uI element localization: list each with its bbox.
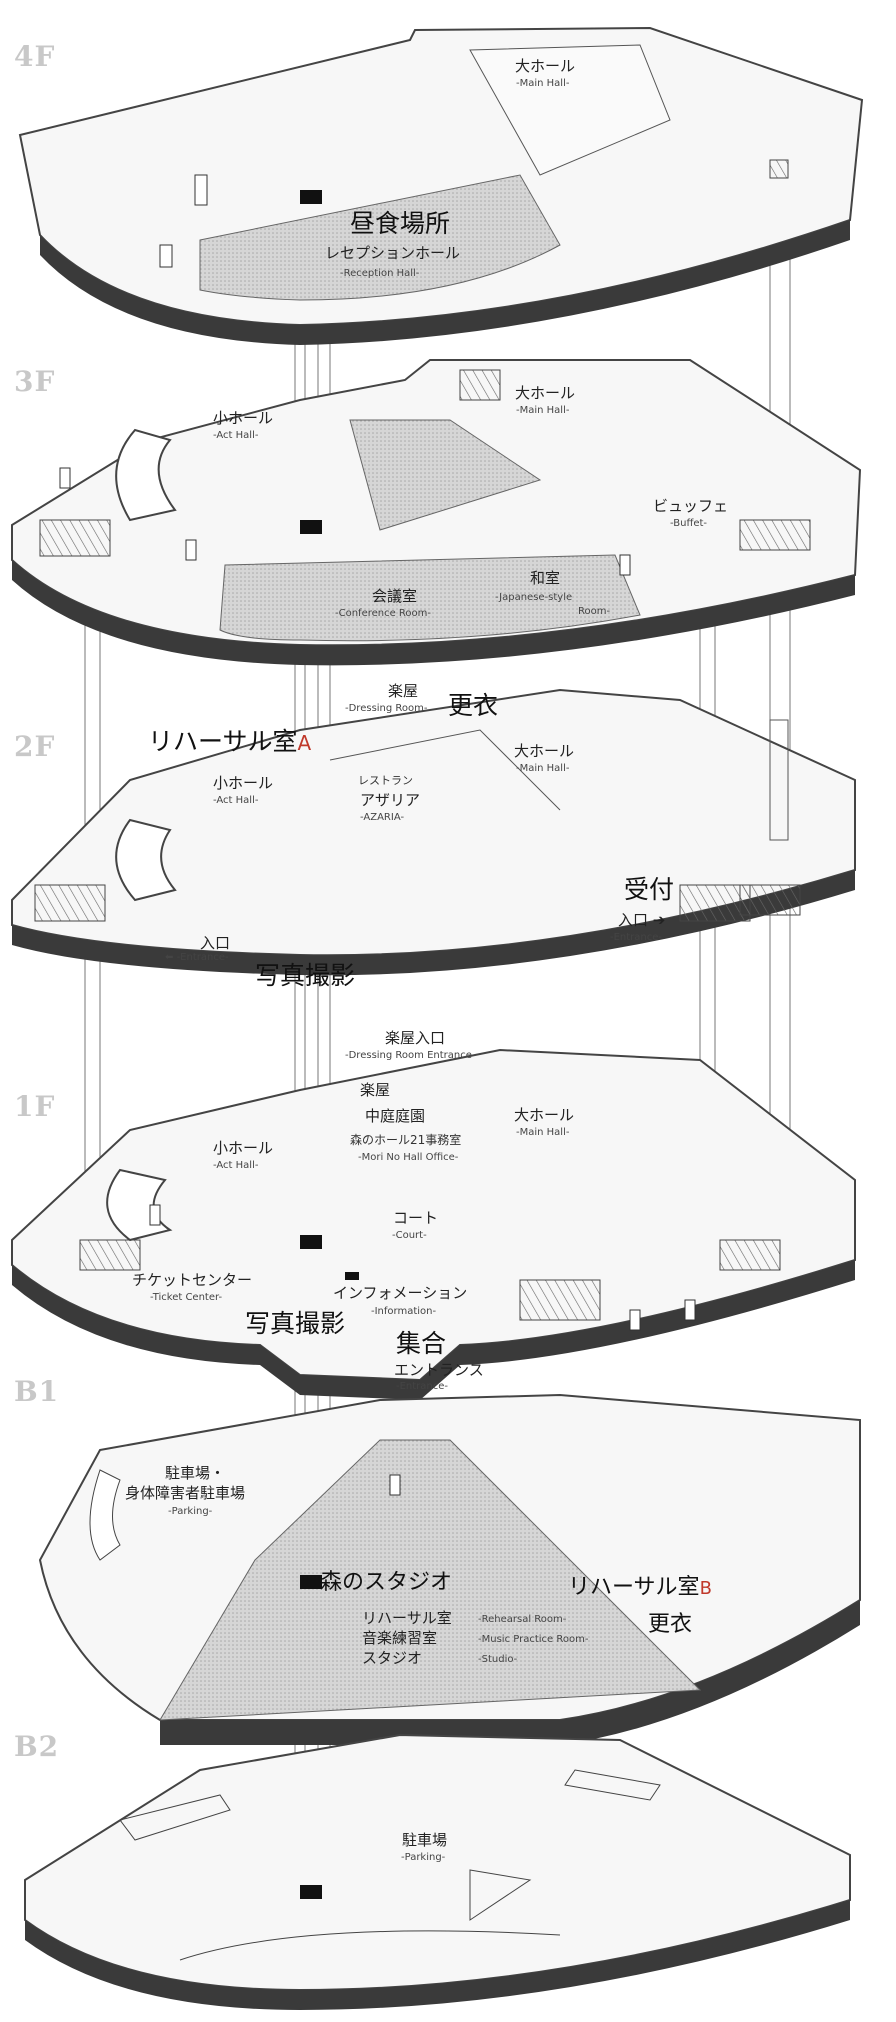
- b1-parking-ja2: 身体障害者駐車場: [125, 1484, 246, 1502]
- 1f-office-en: -Mori No Hall Office-: [358, 1152, 459, 1163]
- 2f-act-hall-en: -Act Hall-: [213, 795, 259, 806]
- hw-lunch: 昼食場所: [350, 209, 451, 238]
- 1f-entrance-en: -Entrance-: [396, 1381, 449, 1392]
- 1f-dressing-entrance-en: -Dressing Room Entrance-: [345, 1050, 476, 1061]
- b1-studio-ja: スタジオ: [362, 1649, 423, 1667]
- hw-rehearsal-a: リハーサル室A: [148, 727, 312, 756]
- 3f-japanese-room-en2: Room-: [578, 606, 611, 617]
- 1f-dressing-room-ja: 楽屋: [360, 1081, 391, 1099]
- 2f-main-hall-ja: 大ホール: [514, 742, 575, 760]
- floor-label-4f: 4F: [14, 40, 56, 73]
- floor-b2-plate: [24, 1733, 851, 2010]
- floor-label-1f: 1F: [14, 1090, 56, 1123]
- 3f-conference-ja: 会議室: [372, 587, 418, 605]
- 2f-azaria-en: -AZARIA-: [360, 812, 405, 823]
- hw-reception-desk: 受付: [624, 875, 675, 904]
- hw-changing-b1: 更衣: [648, 1612, 693, 1637]
- 2f-dressing-room-en: -Dressing Room-: [345, 703, 428, 714]
- 1f-courtyard-ja: 中庭庭園: [365, 1107, 426, 1125]
- floor-4f-plate: [18, 26, 864, 345]
- b1-rehearsal-en: -Rehearsal Room-: [478, 1614, 567, 1625]
- 2f-restaurant-ja: レストラン: [358, 774, 413, 787]
- 4f-reception-en: -Reception Hall-: [340, 268, 420, 279]
- 3f-conference-en: -Conference Room-: [335, 608, 432, 619]
- 3f-buffet-ja: ビュッフェ: [653, 497, 729, 515]
- 1f-dressing-entrance-ja: 楽屋入口: [385, 1029, 446, 1047]
- floor-label-b1: B1: [14, 1375, 60, 1408]
- hw-changing-2f: 更衣: [448, 691, 499, 720]
- 1f-act-hall-en: -Act Hall-: [213, 1160, 259, 1171]
- hw-studio-name: 森のスタジオ: [320, 1570, 453, 1595]
- hw-photo-2f: 写真撮影: [255, 961, 356, 990]
- b1-rehearsal-ja: リハーサル室: [362, 1609, 452, 1627]
- 2f-act-hall-ja: 小ホール: [213, 774, 274, 792]
- 1f-act-hall-ja: 小ホール: [213, 1139, 274, 1157]
- b1-studio-en: -Studio-: [478, 1654, 518, 1665]
- b1-music-en: -Music Practice Room-: [478, 1634, 589, 1645]
- 2f-entrance-right-en: -Entrance-: [610, 932, 663, 943]
- 2f-dressing-room-ja: 楽屋: [388, 682, 419, 700]
- b1-parking-ja: 駐車場・: [165, 1464, 226, 1482]
- b1-music-ja: 音楽練習室: [362, 1629, 438, 1647]
- 1f-main-hall-en: -Main Hall-: [516, 1127, 570, 1138]
- b1-parking-en: -Parking-: [168, 1506, 213, 1517]
- 3f-main-hall-ja: 大ホール: [515, 384, 576, 402]
- 4f-main-hall-en: -Main Hall-: [516, 78, 570, 89]
- 2f-main-hall-en: -Main Hall-: [516, 763, 570, 774]
- floor-label-3f: 3F: [14, 365, 56, 398]
- 1f-office-ja: 森のホール21事務室: [350, 1133, 462, 1147]
- 1f-court-ja: コート: [393, 1209, 439, 1227]
- 1f-ticket-center-ja: チケットセンター: [132, 1271, 253, 1289]
- 3f-buffet-en: -Buffet-: [670, 518, 708, 529]
- 1f-entrance-ja: エントランス: [394, 1361, 484, 1379]
- floor-3f-plate: [11, 359, 862, 666]
- floor-label-b2: B2: [14, 1730, 60, 1763]
- 3f-japanese-room-en: -Japanese-style: [495, 592, 573, 603]
- 1f-information-en: -Information-: [371, 1306, 437, 1317]
- 1f-ticket-center-en: -Ticket Center-: [150, 1292, 223, 1303]
- 2f-entrance-right-ja: 入口 ➔: [618, 911, 666, 929]
- hw-meeting: 集合: [396, 1329, 447, 1358]
- floor-b1-plate: [38, 1393, 861, 1745]
- hw-rehearsal-b: リハーサル室B: [568, 1575, 712, 1600]
- 1f-court-en: -Court-: [392, 1230, 427, 1241]
- 3f-act-hall-ja: 小ホール: [213, 409, 274, 427]
- 2f-azaria-ja: アザリア: [360, 791, 421, 809]
- 3f-japanese-room-ja: 和室: [530, 569, 561, 587]
- b2-parking-ja: 駐車場: [402, 1831, 448, 1849]
- 2f-entrance-left-ja: 入口: [200, 934, 231, 952]
- 4f-main-hall-ja: 大ホール: [515, 57, 576, 75]
- 3f-act-hall-en: -Act Hall-: [213, 430, 259, 441]
- 1f-information-ja: インフォメーション: [333, 1284, 468, 1302]
- 3f-main-hall-en: -Main Hall-: [516, 405, 570, 416]
- b2-parking-en: -Parking-: [401, 1852, 446, 1863]
- floor-2f-plate: [11, 688, 856, 976]
- 4f-reception-ja: レセプションホール: [325, 244, 461, 262]
- floor-1f-plate: [11, 1048, 856, 1400]
- 1f-main-hall-ja: 大ホール: [514, 1106, 575, 1124]
- floor-label-2f: 2F: [14, 730, 56, 763]
- hw-photo-1f: 写真撮影: [245, 1309, 346, 1338]
- 2f-entrance-left-en: ⬅ -Entrance-: [165, 952, 229, 963]
